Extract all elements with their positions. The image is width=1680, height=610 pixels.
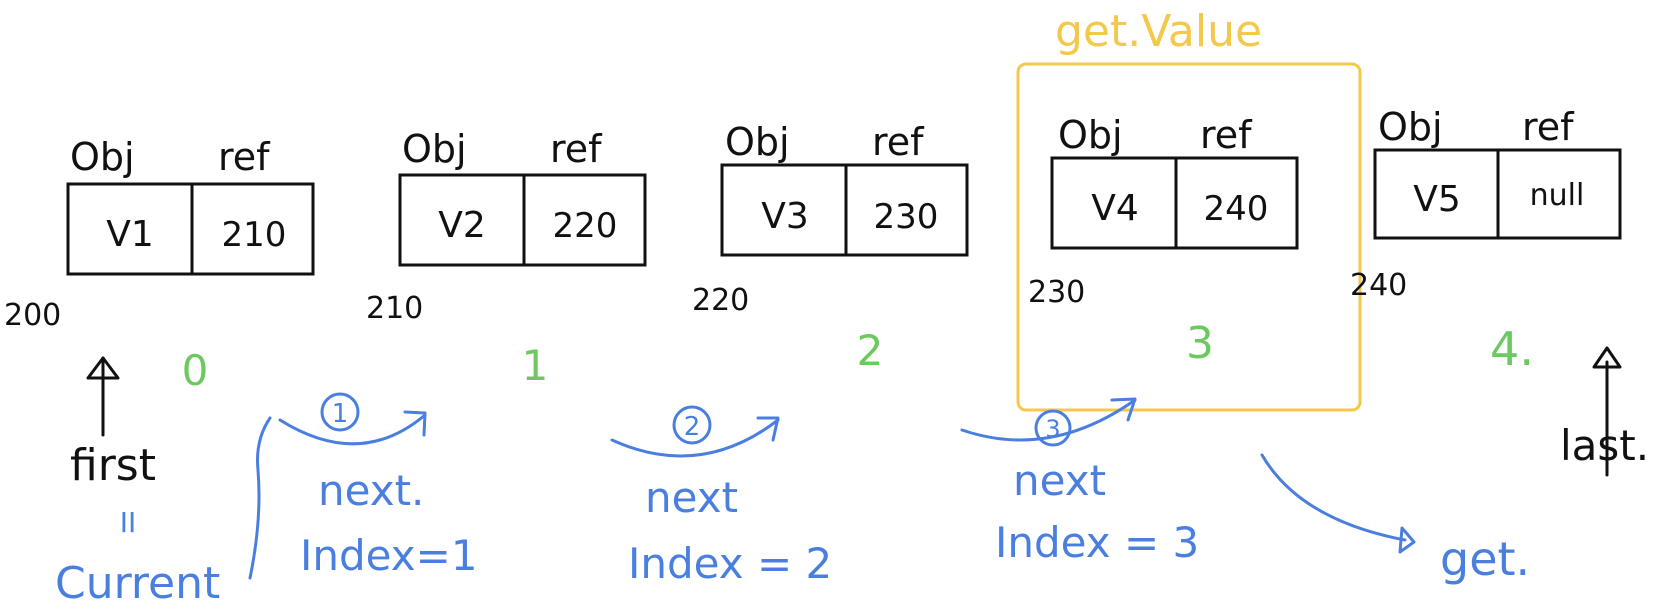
get-pointer: get.: [1260, 453, 1530, 586]
get-arrow-curve: [1260, 453, 1407, 542]
step-3-arc-arrow: [960, 398, 1137, 442]
node-3-ref: 230: [874, 197, 939, 237]
node-5-obj-label: Obj: [1378, 105, 1443, 149]
node-4-value: V4: [1091, 188, 1139, 229]
last-arrow-head: [1592, 346, 1622, 369]
step-3-number: 3: [1045, 415, 1060, 443]
step-1-arrow-head: [403, 410, 427, 437]
equals-mark: II: [120, 506, 137, 539]
node-3-obj-label: Obj: [725, 120, 790, 164]
node-2-ref-label: ref: [550, 127, 603, 171]
get-arrow-head: [1398, 526, 1416, 554]
node-2: Obj ref V2 220 210 1: [366, 127, 647, 390]
current-label: Current: [55, 558, 220, 609]
step-3-action: next: [1013, 456, 1106, 505]
step-3-index: Index = 3: [995, 518, 1199, 567]
node-4-ref-label: ref: [1200, 113, 1253, 157]
node-5: Obj ref V5 null 240 4.: [1350, 105, 1622, 376]
node-1-ref-label: ref: [218, 135, 271, 179]
node-1-obj-label: Obj: [70, 135, 135, 179]
node-5-ref-label: ref: [1522, 105, 1575, 149]
node-4-index: 3: [1186, 318, 1214, 369]
node-3-index: 2: [857, 326, 884, 375]
node-3-ref-label: ref: [872, 120, 925, 164]
node-4: Obj ref V4 240 230 3: [1028, 113, 1299, 369]
node-3-value: V3: [761, 196, 809, 237]
node-1-value: V1: [106, 214, 154, 255]
node-5-address: 240: [1350, 268, 1407, 303]
step-2-number: 2: [684, 412, 701, 442]
first-label: first: [70, 440, 156, 491]
step-2-badge: [672, 405, 712, 445]
first-pointer: first II Current: [55, 356, 220, 609]
node-1-index: 0: [182, 346, 209, 395]
step-1-action: next.: [318, 466, 424, 515]
step-1-number: 1: [332, 399, 349, 429]
get-label: get.: [1440, 532, 1530, 586]
step-3-arrow-head: [1110, 397, 1137, 422]
step-1-badge: [320, 392, 360, 432]
current-link-curve: [248, 416, 272, 580]
step-2-index: Index = 2: [628, 539, 832, 588]
node-2-obj-label: Obj: [402, 127, 467, 171]
node-5-index: 4.: [1490, 322, 1534, 376]
node-1-address: 200: [4, 298, 61, 333]
step-1-arc-arrow: [278, 413, 427, 446]
node-5-value: V5: [1413, 179, 1461, 220]
node-1: Obj ref V1 210 200 0: [4, 135, 315, 395]
highlight-label: get.Value: [1055, 6, 1262, 57]
node-2-ref: 220: [553, 206, 618, 246]
node-4-ref: 240: [1204, 189, 1269, 229]
last-pointer: last.: [1560, 346, 1649, 477]
step-1: 1 next. Index=1: [278, 392, 478, 580]
node-2-value: V2: [438, 205, 486, 246]
node-1-ref: 210: [222, 215, 287, 255]
last-label: last.: [1560, 421, 1649, 470]
node-3: Obj ref V3 230 220 2: [692, 120, 969, 375]
step-2-action: next: [645, 473, 738, 522]
first-arrow-head: [86, 356, 120, 380]
step-2: 2 next Index = 2: [610, 405, 832, 588]
node-4-obj-label: Obj: [1058, 113, 1123, 157]
node-3-address: 220: [692, 283, 749, 318]
node-2-address: 210: [366, 291, 423, 326]
step-2-arrow-head: [756, 416, 780, 442]
node-2-index: 1: [522, 341, 549, 390]
step-3: 3 next Index = 3: [960, 397, 1199, 567]
highlight-box: [1016, 62, 1362, 412]
node-4-address: 230: [1028, 275, 1085, 310]
step-3-badge: [1034, 409, 1072, 447]
node-5-ref: null: [1530, 178, 1585, 213]
step-2-arc-arrow: [610, 418, 780, 458]
step-1-index: Index=1: [300, 531, 478, 580]
